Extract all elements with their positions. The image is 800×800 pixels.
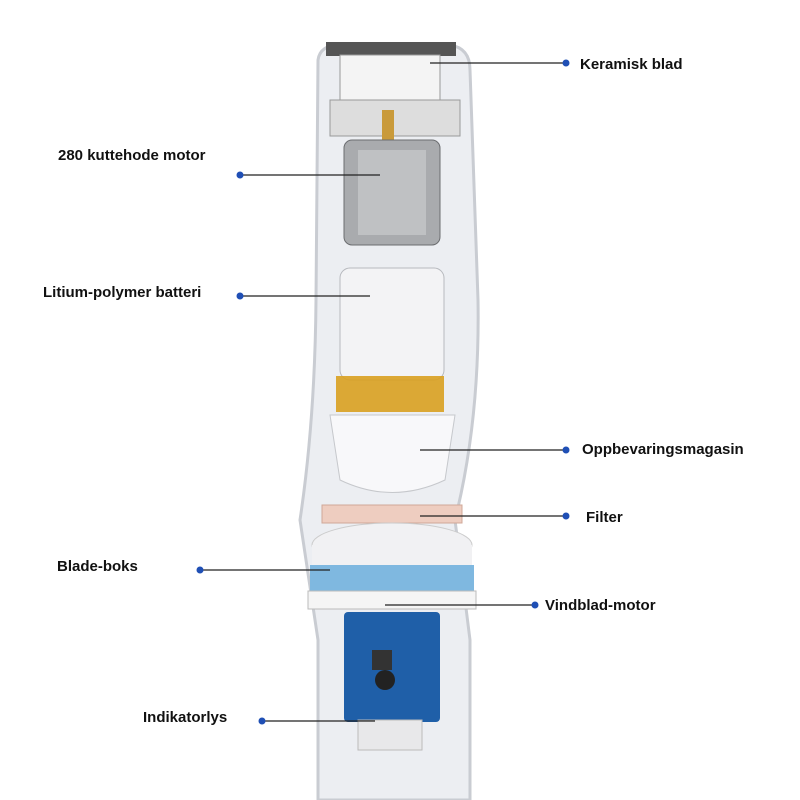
filter	[321, 504, 463, 524]
blue-band	[310, 565, 474, 591]
label-filter: Filter	[586, 509, 623, 526]
battery	[339, 267, 445, 381]
storage-chamber	[329, 414, 456, 493]
label-battery: Litium-polymer batteri	[43, 284, 202, 301]
label-motor: 280 kuttehode motor	[58, 147, 206, 164]
label-blade-box: Blade-boks	[57, 558, 138, 575]
label-storage: Oppbevaringsmagasin	[582, 441, 744, 458]
fan-motor	[307, 590, 477, 610]
label-indicator: Indikatorlys	[143, 709, 228, 726]
kapton-tape	[336, 376, 444, 412]
label-fan-motor: Vindblad-motor	[545, 597, 656, 614]
label-ceramic-blade: Keramisk blad	[580, 56, 683, 73]
label-dots	[196, 59, 570, 725]
ceramic-blade	[326, 42, 456, 56]
leader-lines	[200, 62, 566, 722]
